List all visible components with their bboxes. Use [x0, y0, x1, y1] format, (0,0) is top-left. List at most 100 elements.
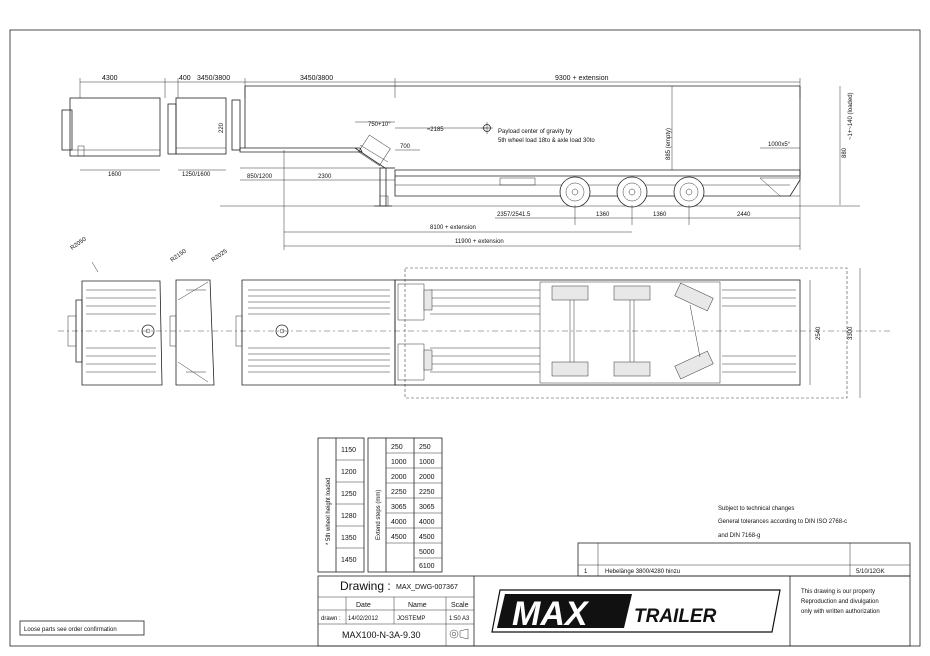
table-b-col2-row2: 1000 — [419, 459, 435, 466]
axle-plan-3 — [674, 282, 714, 380]
header-scale: Scale — [451, 602, 469, 609]
table-b-col1-row2: 1000 — [391, 459, 407, 466]
dim-850-1200: 850/1200 — [247, 174, 273, 180]
rear-deck-slats — [722, 289, 796, 373]
table-a-row-6: 1450 — [341, 557, 357, 564]
dim-neck-short: 400 — [179, 75, 191, 82]
gooseneck-slats — [86, 289, 156, 373]
drawing-frame — [9, 29, 921, 647]
dim-width-3300: 3300 — [848, 326, 854, 340]
revision-date: 5/10/12GK — [856, 569, 885, 575]
dim-axle-spacing-b: 1360 — [653, 212, 667, 218]
header-name: Name — [408, 602, 427, 609]
paper-size: A3 — [462, 616, 470, 622]
dim-220: 220 — [219, 122, 225, 133]
table-b-col2-row7: 4500 — [419, 534, 435, 541]
table-b-col2-row5: 3065 — [419, 504, 435, 511]
drawing-number: MAX_DWG-007367 — [396, 584, 458, 591]
main-deck — [394, 279, 801, 386]
kingpin-marker — [141, 324, 155, 338]
dim-radius-c: R2025 — [211, 248, 229, 263]
table-b-col1-row1: 250 — [391, 444, 403, 451]
projection-symbol — [449, 628, 469, 640]
table-5th-wheel-height: 1150 1200 1250 1280 1350 1450 * 5th whee… — [317, 437, 365, 573]
dim-700: 700 — [400, 144, 411, 150]
table-a-label: * 5th wheel height loaded — [326, 478, 332, 545]
plan-view: R2050 R2150 R2025 — [58, 236, 890, 399]
axle-1 — [559, 176, 591, 208]
drawn-name: JOSTEMP — [397, 616, 425, 622]
dim-neck-range-b: 3450/3800 — [300, 75, 333, 82]
dim-rear-overhang: 2440 — [737, 212, 751, 218]
property-line-3: only with written authorization — [801, 609, 880, 615]
table-a-row-2: 1200 — [341, 469, 357, 476]
dim-1600: 1600 — [108, 172, 122, 178]
axle-plan-1 — [551, 285, 589, 377]
table-b-col1-row3: 2000 — [391, 474, 407, 481]
row-drawn-label: drawn : — [321, 616, 341, 622]
revision-table: 1 Hebelänge 3800/4280 hinzu 5/10/12GK — [577, 542, 911, 577]
dim-ramp-angle: 750+10° — [368, 122, 391, 128]
axle-plan-2 — [613, 285, 651, 377]
table-a-row-5: 1350 — [341, 535, 357, 542]
dim-radius-b: R2150 — [170, 248, 188, 263]
dim-gooseneck-length: 4300 — [102, 75, 118, 82]
payload-note-line1: Payload center of gravity by — [498, 129, 572, 135]
table-b-col1-row4: 2250 — [391, 489, 407, 496]
table-a-row-4: 1280 — [341, 513, 357, 520]
table-a-row-3: 1250 — [341, 491, 357, 498]
dim-neck-range-a: 3450/3800 — [197, 75, 230, 82]
side-view: 4300 400 3450/3800 3450/3800 9300 + exte… — [61, 75, 860, 250]
table-a-row-1: 1150 — [341, 447, 356, 454]
drawn-date: 14/02/2012 — [348, 616, 379, 622]
title-block: Drawing : MAX_DWG-007367 Date Name Scale… — [317, 575, 911, 647]
table-b-col2-row8: 5000 — [419, 549, 435, 556]
dim-11900: 11900 + extension — [455, 239, 504, 245]
logo-trailer: TRAILER — [634, 606, 717, 627]
dim-cog-offset: ≈2185 — [427, 127, 444, 133]
dim-8100: 8100 + extension — [430, 225, 476, 231]
table-b-col2-row3: 2000 — [419, 474, 435, 481]
loose-parts-note: Loose parts see order confirmation — [19, 620, 145, 636]
table-b-col1-row6: 4000 — [391, 519, 407, 526]
dim-width-2540: 2540 — [816, 326, 822, 340]
header-date: Date — [356, 602, 371, 609]
logo-max: MAX — [512, 595, 590, 633]
dim-885: 885 (empty) — [666, 128, 672, 160]
revision-text: Hebelänge 3800/4280 hinzu — [605, 569, 680, 575]
note-line-1: Subject to technical changes — [718, 506, 794, 512]
table-b-label: Extend steps (mm) — [376, 490, 382, 540]
max-trailer-logo: MAX TRAILER — [491, 589, 781, 633]
dim-1250-1600: 1250/1600 — [182, 172, 211, 178]
dim-2300: 2300 — [318, 174, 332, 180]
table-b-col2-row1: 250 — [419, 444, 431, 451]
drawing-scale: 1:50 — [449, 616, 461, 622]
dim-axle-spacing-a: 1360 — [596, 212, 610, 218]
revision-index: 1 — [584, 569, 588, 575]
note-line-2: General tolerances according to DIN ISO … — [718, 519, 847, 525]
dim-front-axle-ref: 2357/2541.5 — [497, 212, 531, 218]
model-designation: MAX100-N-3A-9.30 — [342, 630, 421, 640]
drawing-label: Drawing : — [340, 579, 391, 593]
note-line-3: and DIN 7168-g — [718, 533, 760, 539]
loose-parts-text: Loose parts see order confirmation — [24, 627, 117, 633]
table-b-col1-row7: 4500 — [391, 534, 407, 541]
dim-880: 880 — [842, 147, 848, 158]
main-deck-slats — [430, 289, 540, 373]
axle-2 — [616, 176, 648, 208]
table-extend-steps: 250 1000 2000 2250 3065 4000 4500 250 10… — [367, 437, 443, 573]
dim-rear-ramp: 1000x5° — [768, 142, 791, 148]
table-b-col2-row4: 2250 — [419, 489, 435, 496]
table-b-col1-row5: 3065 — [391, 504, 407, 511]
payload-note-line2: 5th wheel load 18to & axle load 30to — [498, 138, 595, 144]
axle-3 — [673, 176, 705, 208]
table-b-col2-row6: 4000 — [419, 519, 435, 526]
dim-height-right: ~1+~140 (loaded) — [848, 92, 854, 140]
dim-deck-length: 9300 + extension — [555, 75, 609, 82]
deck-extension-outline — [404, 267, 848, 399]
property-line-1: This drawing is our property — [801, 589, 875, 595]
front-deck-slats — [248, 289, 390, 373]
property-line-2: Reproduction and divulgation — [801, 599, 879, 605]
dim-radius-a: R2050 — [70, 236, 88, 251]
